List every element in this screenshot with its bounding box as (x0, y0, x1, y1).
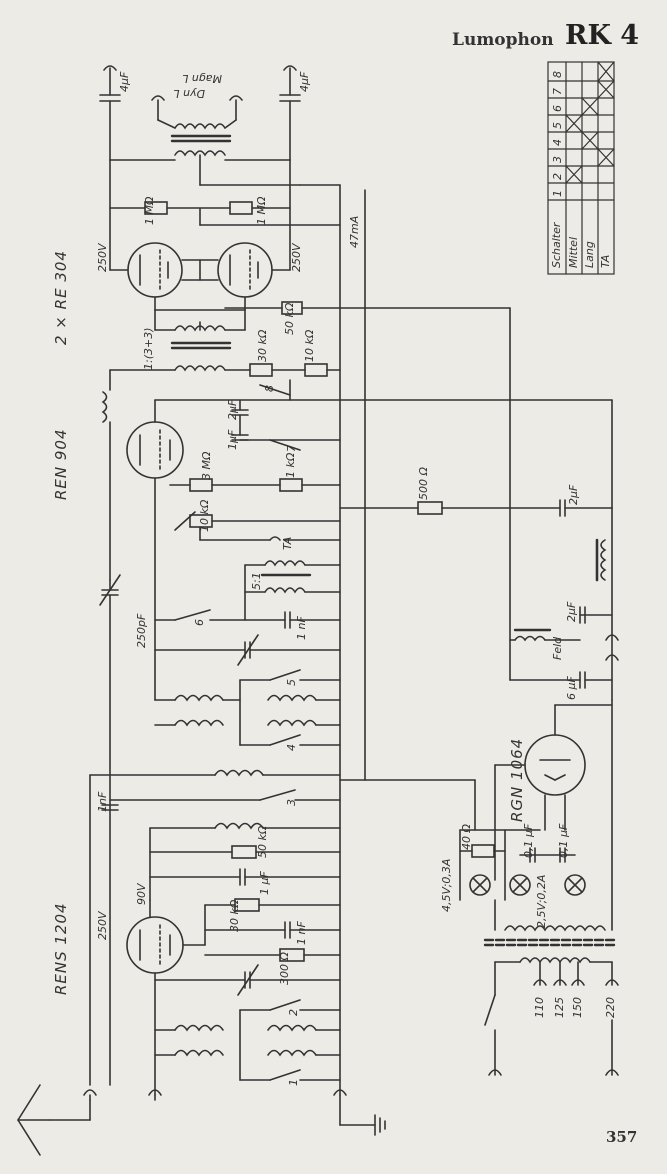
table-col-7: 7 (551, 88, 564, 95)
table-col-2: 2 (551, 173, 564, 180)
coil-section (89, 669, 341, 1086)
model-title: RK 4 (565, 20, 640, 51)
table-row-mittel: Mittel (567, 237, 580, 268)
label-res-30k-b: 30 kΩ (228, 899, 241, 932)
label-cap-1nf-b: 1nF (96, 791, 109, 812)
tube-label-rectifier: RGN 1064 (508, 737, 526, 822)
label-volt-250-c: 250V (96, 911, 109, 940)
label-ta: TA (281, 536, 294, 550)
label-ratio-5-1: 5:1 (250, 572, 263, 590)
label-feld: Feld (551, 636, 564, 660)
label-dyn-l: Dyn L (173, 87, 205, 100)
table-row-ta: TA (599, 254, 612, 268)
table-col-3: 3 (551, 156, 564, 163)
antenna-symbol (17, 1084, 91, 1156)
tube-label-output: 2 × RE 304 (52, 250, 70, 345)
label-cap-2uf-c: 2µF (565, 601, 578, 622)
tap-label-220: 220 (604, 997, 617, 1018)
label-cap-250pf: 250pF (135, 613, 148, 648)
label-res-500: 500 Ω (417, 467, 430, 500)
detector-stage (99, 369, 613, 1086)
brand-title: Lumophon (452, 30, 554, 50)
switch-number-8: 8 (263, 385, 276, 392)
tap-label-110: 110 (533, 997, 546, 1018)
switch-number-5: 5 (285, 679, 298, 686)
tap-label-125: 125 (553, 997, 566, 1018)
label-res-40: 40 Ω (460, 824, 473, 850)
label-cap-01-b: 0,1 µF (557, 823, 570, 858)
label-cap-6uf: 6 µF (565, 676, 578, 700)
table-col-1: 1 (551, 190, 564, 197)
label-volt-250-a: 250V (96, 243, 109, 272)
label-lamp-45: 4,5V;0,3A (440, 858, 453, 912)
switch-table (547, 61, 615, 275)
label-cap-1uf-b: 1 µF (258, 871, 271, 895)
label-magn-l: Magn L (182, 72, 222, 85)
switch-number-1: 1 (287, 1079, 300, 1086)
tube-label-detector: REN 904 (52, 428, 70, 500)
switch-number-6: 6 (193, 619, 206, 626)
output-stage (99, 65, 511, 681)
switch-number-2: 2 (287, 1009, 300, 1016)
page-number: 357 (606, 1128, 638, 1146)
label-current-47ma: 47mA (348, 215, 361, 248)
label-res-50k: 50 kΩ (283, 302, 296, 335)
label-cap-1nf-c: 1 nF (295, 921, 308, 945)
label-cap-2uf-a: 2µF (226, 399, 239, 420)
label-cap-2uf-b: 2µF (567, 484, 580, 505)
tube-label-rf: RENS 1204 (52, 902, 70, 995)
rf-stage (83, 898, 347, 1101)
table-col-6: 6 (551, 105, 564, 112)
label-volt-250-b: 250V (290, 243, 303, 272)
table-col-5: 5 (551, 122, 564, 129)
power-supply (364, 538, 619, 1076)
switch-number-3: 3 (285, 799, 298, 806)
label-cap-4uf-right: 4µF (298, 71, 311, 92)
label-res-3m: 3 MΩ (200, 451, 213, 480)
label-cap-1uf: 1µF (226, 429, 239, 450)
table-row-schalter: Schalter (550, 222, 563, 268)
table-col-8: 8 (551, 71, 564, 78)
label-res-1k: 1 kΩ (284, 452, 297, 478)
label-ratio-1-3: 1:(3+3) (142, 327, 155, 370)
ground-bus (299, 184, 386, 1136)
label-res-30k: 30 kΩ (256, 329, 269, 362)
tap-label-150: 150 (571, 997, 584, 1018)
label-res-300: 300 Ω (278, 952, 291, 985)
switch-number-7: 7 (285, 445, 298, 452)
label-cap-01-a: 0,1 µF (522, 823, 535, 858)
switch-number-4: 4 (285, 744, 298, 751)
table-row-lang: Lang (583, 241, 596, 268)
table-col-4: 4 (551, 139, 564, 146)
label-lamp-25: 2,5V;0,2A (535, 874, 548, 928)
label-volt-90: 90V (135, 883, 148, 905)
label-res-1mohm-b: 1 MΩ (255, 196, 268, 225)
label-res-10k: 10 kΩ (303, 329, 316, 362)
label-pot-10k: 10 kΩ (198, 499, 211, 532)
label-cap-4uf-left: 4µF (118, 71, 131, 92)
label-cap-1nf-a: 1 nF (295, 616, 308, 640)
label-res-50k-b: 50 kΩ (256, 825, 269, 858)
label-res-1mohm-a: 1 MΩ (143, 196, 156, 225)
